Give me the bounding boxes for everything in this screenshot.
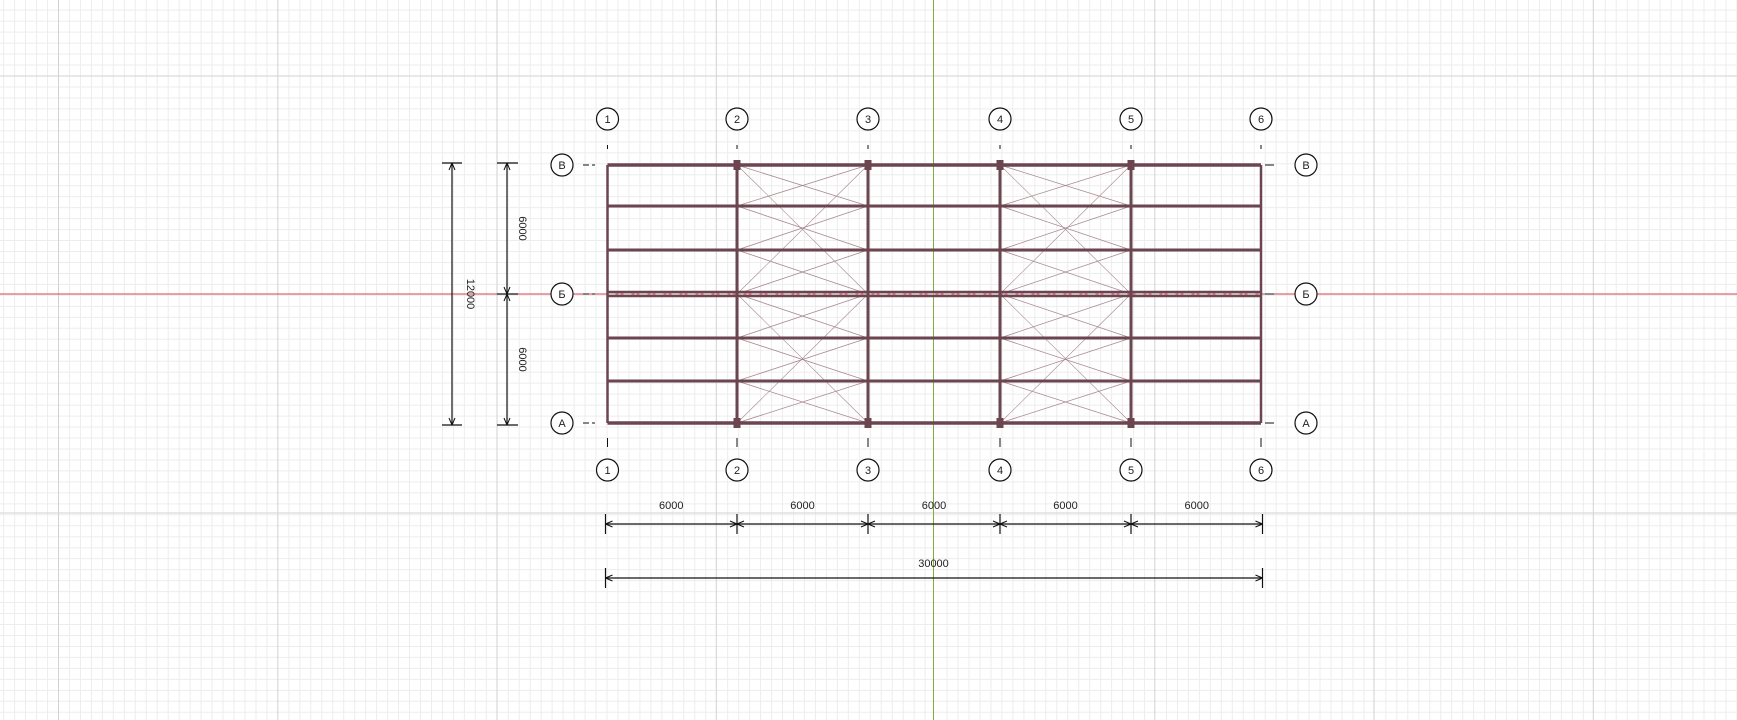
dimension-label-vertical: 6000 — [516, 216, 528, 240]
brace-diagonal — [999, 380, 1132, 424]
brace-diagonal — [736, 205, 869, 251]
dimension-label: 6000 — [1185, 500, 1209, 512]
brace-diagonal — [999, 164, 1132, 207]
axis-label-column-5: 5 — [1128, 465, 1134, 477]
column-cap — [864, 418, 872, 428]
column-cap — [864, 160, 872, 170]
axis-marker-circle — [988, 107, 1012, 131]
brace-diagonal — [999, 164, 1132, 295]
axis-marker-circle — [1119, 107, 1143, 131]
axis-marker-circle — [550, 411, 574, 435]
axis-label-column-5: 5 — [1128, 114, 1134, 126]
dimension-label: 6000 — [1053, 500, 1077, 512]
dimension-arrow — [992, 520, 1001, 528]
brace-diagonal — [736, 164, 869, 207]
dimension-arrow — [1255, 574, 1263, 582]
axis-label-row: А — [1302, 418, 1310, 430]
axis-label-row: Б — [1302, 289, 1309, 301]
dimension-lines: 6000 6000 6000 6000 6000 30000 6000 6000 12000 — [442, 162, 1264, 588]
axis-label-column-6: 6 — [1258, 465, 1264, 477]
axis-label-column-6: 6 — [1258, 114, 1264, 126]
brace-diagonal — [999, 293, 1132, 339]
axis-marker-circle — [988, 458, 1012, 482]
brace-diagonal — [736, 164, 869, 295]
column-cap — [1127, 418, 1135, 428]
axis-marker-circle — [550, 153, 574, 177]
axis-marker-circle — [1294, 282, 1318, 306]
dimension-arrow — [605, 574, 613, 582]
structural-frame — [606, 160, 1263, 428]
axis-marker-circle — [1294, 411, 1318, 435]
axis-marker-circle — [595, 458, 620, 482]
axis-marker-circle — [856, 458, 880, 482]
dimension-label: 6000 — [659, 500, 683, 512]
axis-label-column-1: 1 — [604, 114, 610, 126]
axis-marker-circle — [1119, 458, 1143, 482]
axis-marker-circle — [1294, 153, 1318, 177]
axis-label-row: Б — [558, 289, 565, 301]
axis-label-column-2: 2 — [734, 465, 740, 477]
axis-marker-circle — [550, 282, 574, 306]
dimension-arrow — [860, 520, 869, 528]
dimension-label: 6000 — [922, 500, 946, 512]
axis-label-column-3: 3 — [865, 465, 871, 477]
dimension-label-total: 30000 — [918, 558, 949, 570]
axis-marker-circle — [1249, 107, 1273, 131]
column-cap — [996, 418, 1004, 428]
dimension-arrow — [1255, 520, 1263, 528]
brace-diagonal — [736, 293, 869, 424]
axis-label-column-2: 2 — [734, 114, 740, 126]
dimension-arrow — [1123, 520, 1132, 528]
axis-marker-circle — [725, 107, 749, 131]
column-cap — [733, 160, 741, 170]
axis-marker-circle — [595, 107, 620, 131]
brace-diagonal — [736, 380, 869, 424]
axis-label-column-1: 1 — [604, 465, 610, 477]
brace-diagonal — [736, 293, 869, 339]
dimension-label: 6000 — [790, 500, 814, 512]
axis-label-column-4: 4 — [997, 465, 1003, 477]
dimension-arrow — [503, 293, 511, 302]
dimension-arrow — [999, 520, 1008, 528]
axis-label-column-3: 3 — [865, 114, 871, 126]
dimension-arrow — [605, 520, 613, 528]
brace-diagonal — [736, 337, 869, 382]
dimension-arrow — [448, 417, 456, 426]
dimension-arrow — [729, 520, 738, 528]
axis-marker-circle — [856, 107, 880, 131]
axis-marker-circle — [725, 458, 749, 482]
dimension-arrow — [503, 162, 511, 171]
dimension-arrow — [503, 417, 511, 426]
dimension-arrow — [736, 520, 745, 528]
cross-bracing — [736, 164, 1132, 424]
brace-diagonal — [736, 249, 869, 295]
dimension-arrow — [867, 520, 876, 528]
dimension-label-vertical: 6000 — [516, 347, 528, 371]
dimension-arrow — [503, 286, 511, 295]
brace-diagonal — [999, 205, 1132, 251]
axis-marker-circle — [1249, 458, 1273, 482]
dimension-arrow — [1130, 520, 1139, 528]
column-cap — [1127, 160, 1135, 170]
brace-diagonal — [999, 337, 1132, 382]
axis-label-row: В — [558, 160, 565, 172]
column-cap — [733, 418, 741, 428]
brace-diagonal — [999, 249, 1132, 295]
dimension-label-total-vertical: 12000 — [464, 279, 476, 310]
column-cap — [996, 160, 1004, 170]
axis-label-column-4: 4 — [997, 114, 1003, 126]
axis-label-row: В — [1302, 160, 1309, 172]
axis-label-row: А — [558, 418, 566, 430]
dimension-arrow — [448, 162, 456, 171]
brace-diagonal — [999, 293, 1132, 424]
purlin-beams — [607, 204, 1261, 383]
